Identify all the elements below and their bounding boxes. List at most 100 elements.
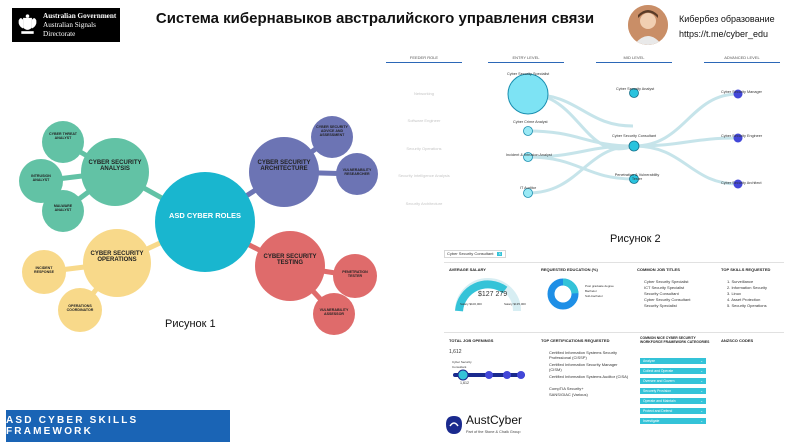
australian-government-logo: Australian Government Australian Signals… (12, 8, 120, 42)
coat-of-arms-icon (18, 14, 37, 34)
node-cyber-threat-analyst (42, 121, 84, 163)
cert-item: CompTIA Security+ (549, 386, 584, 391)
category-label: Operate and Maintain (643, 399, 676, 403)
nice-categories-heading: COMMON NICE CYBER SECURITY WORKFORCE FRA… (640, 336, 710, 345)
nice-category-investigate[interactable]: Investigate⌄ (640, 418, 706, 424)
chevron-down-icon: ⌄ (700, 419, 703, 423)
salary-low: Salary $100,000 (460, 302, 482, 306)
chevron-down-icon: ⌄ (700, 379, 703, 383)
category-label: Protect and Defend (643, 409, 673, 413)
branch-label-testing: CYBER SECURITY TESTING (263, 254, 317, 267)
branch-label-architecture: CYBER SECURITY ARCHITECTURE (257, 160, 311, 173)
austcyber-logo-icon (446, 416, 462, 434)
node-incident-response (22, 250, 66, 294)
cyber-roles-mindmap (19, 116, 378, 335)
category-label: Oversee and Govern (643, 379, 675, 383)
skill-item: 4. Asset Protection (727, 297, 761, 302)
column-feeder-underline (386, 62, 462, 63)
channel-link[interactable]: https://t.me/cyber_edu (679, 29, 769, 39)
salary-gauge (455, 278, 521, 312)
entry-role-label: IT Auditor (520, 186, 537, 190)
center-label: ASD CYBER ROLES (168, 211, 242, 220)
category-label: Analyze (643, 359, 656, 363)
job-title-item: Security Consultant (644, 291, 679, 296)
child-label-incident-response: INCIDENT RESPONSE (34, 266, 54, 274)
node-vulnerability-researcher (336, 153, 378, 195)
mid-penetration-tester-dot (629, 174, 639, 184)
nice-category-oversee[interactable]: Oversee and Govern ⌄ (640, 378, 706, 384)
category-label: Collect and Operate (643, 369, 674, 373)
child-label-penetration-tester: PENETRATION TESTER (342, 270, 368, 278)
feeder-role-item[interactable]: Security Intelligence Analysis (398, 173, 450, 178)
node-malware-analyst (42, 190, 84, 232)
node-cyber-security-analysis (81, 138, 149, 206)
section-divider (444, 332, 784, 333)
cert-item: Certified Information Systems Security P… (549, 350, 618, 361)
advanced-role-label: Cyber Security Manager (721, 90, 762, 94)
child-label-advice: CYBER SECURITY ADVICE AND ASSESSMENT (316, 125, 348, 137)
gov-line2: Australian Signals Directorate (43, 20, 96, 38)
skill-item: 1. Surveillance (727, 279, 754, 284)
entry-cyber-crime-analyst-dot (523, 126, 533, 136)
education-legend-item: Bachelor (585, 289, 597, 293)
entry-role-label: Incident & Intrusion Analyst (506, 153, 552, 157)
feeder-role-item[interactable]: Networking (413, 91, 434, 96)
salary-value: $127 279 (478, 291, 508, 298)
role-filter-tag[interactable]: Cyber Security Consultant X (444, 250, 506, 258)
certs-heading: TOP CERTIFICATIONS REQUESTED (541, 338, 610, 343)
mid-role-label: Penetration & Vulnerability Tester (614, 173, 660, 181)
openings-slider[interactable] (449, 368, 529, 382)
child-label-operations-coordinator: OPERATIONS COORDINATOR (66, 304, 94, 312)
column-mid-level: MID LEVEL (623, 55, 645, 60)
skill-item: 5. Security Operations (727, 303, 767, 308)
nice-category-securely-provision[interactable]: Securely Provision⌄ (640, 388, 706, 394)
job-title-item: Cyber Security Consultant (644, 297, 691, 302)
education-legend-item: Post graduate degree (585, 284, 614, 288)
mid-cyber-security-consultant-dot (628, 140, 640, 152)
nice-category-analyze[interactable]: Analyze⌄ (640, 358, 706, 364)
nice-category-operate[interactable]: Operate and Maintain ⌄ (640, 398, 706, 404)
entry-role-label: Cyber Security Specialist (507, 72, 550, 76)
column-entry-underline (488, 62, 564, 63)
skill-item: 2. Information Security (727, 285, 768, 290)
feeder-role-item[interactable]: Software Engineer (407, 118, 441, 123)
framework-banner: ASD CYBER SKILLS FRAMEWORK (6, 410, 230, 442)
child-label-malware-analyst: MALWARE ANALYST (53, 204, 73, 212)
slide-title: Система кибернавыков австралийского упра… (155, 10, 595, 27)
child-label-vuln-researcher: VULNERABILITY RESEARCHER (342, 168, 372, 176)
job-title-item: Cyber Security Specialist (644, 279, 689, 284)
skill-item: 3. Linux (727, 291, 742, 296)
education-legend-item: Sub-bachelor (585, 294, 603, 298)
austcyber-subtitle: Part of the Stone & Chalk Group (466, 430, 521, 434)
cert-item: Certified Information Security Manager (… (549, 362, 618, 373)
nice-category-collect[interactable]: Collect and Operate ⌄ (640, 368, 706, 374)
node-operations-coordinator (58, 288, 102, 332)
advanced-role-label: Cyber Security Engineer (721, 134, 763, 138)
node-advice-assessment (311, 116, 353, 158)
category-label: Securely Provision (643, 389, 672, 393)
channel-avatar (628, 5, 668, 45)
remove-tag-icon[interactable]: X (497, 252, 502, 256)
branch-label-operations: CYBER SECURITY OPERATIONS (90, 251, 144, 264)
column-mid-underline (596, 62, 672, 63)
node-cyber-security-testing (255, 231, 325, 301)
mid-role-label: Cyber Security Analyst (616, 87, 655, 91)
job-title-item: Security Specialist (644, 303, 677, 308)
feeder-role-item[interactable]: Security Architecture (405, 201, 443, 206)
career-pathway-graph[interactable] (470, 66, 800, 216)
node-asd-cyber-roles (155, 172, 255, 272)
column-advanced-underline (704, 62, 780, 63)
openings-slider-value: 1,612 (460, 381, 469, 385)
feeder-role-item[interactable]: Security Operations (406, 146, 442, 151)
nice-category-protect[interactable]: Protect and Defend⌄ (640, 408, 706, 414)
advanced-manager-dot (733, 89, 743, 99)
education-heading: REQUESTED EDUCATION (%) (541, 267, 598, 272)
chevron-down-icon: ⌄ (700, 369, 703, 373)
austcyber-name: AustCyber (466, 413, 523, 427)
entry-incident-analyst-dot (523, 152, 533, 162)
branch-label-analysis: CYBER SECURITY ANALYSIS (88, 160, 142, 173)
salary-high: Salary $135,000 (504, 302, 526, 306)
chevron-down-icon: ⌄ (700, 399, 703, 403)
openings-value: 1,612 (449, 349, 462, 355)
entry-it-auditor-dot (523, 188, 533, 198)
